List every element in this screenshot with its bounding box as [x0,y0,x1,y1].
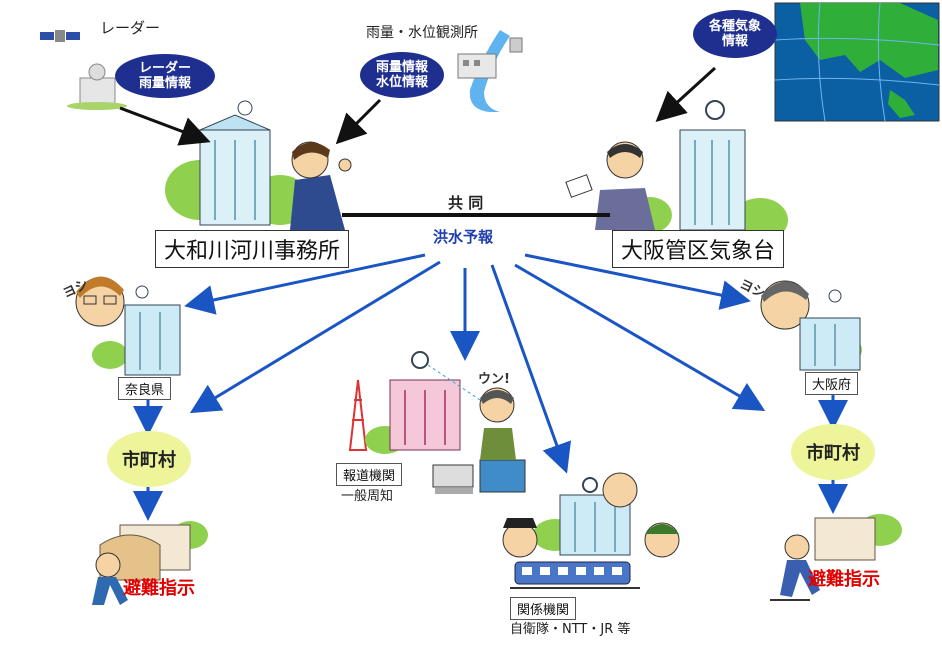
weather-info-bubble: 各種気象 情報 [693,10,777,58]
joint-label: 共 同 [448,194,484,212]
yamato-staff-person [290,141,352,230]
osaka-prefecture-building [799,289,862,371]
agencies-building [533,477,631,556]
weather-info-line1: 各種気象 [708,19,761,34]
nara-official-person [75,276,125,327]
agency-people [502,472,680,558]
radar-info-bubble: レーダー 雨量情報 [115,54,215,98]
yamato-office-label: 大和川河川事務所 [155,230,350,268]
osaka-city-label: 市町村 [806,443,860,464]
osaka-observatory-label: 大阪管区気象台 [612,230,785,268]
nara-evac-label: 避難指示 [123,578,195,599]
osaka-evac-label: 避難指示 [808,569,880,590]
media-sublabel: 一般周知 [341,489,394,504]
station-info-line2: 水位情報 [375,75,428,90]
flood-forecast-label: 洪水予報 [433,228,494,246]
nara-evacuation-scene [92,521,208,605]
station-info-bubble: 雨量情報 水位情報 [360,52,444,98]
observatory-staff-person [565,141,655,230]
media-reporter-person [479,387,516,460]
satellite-icon [40,30,80,42]
osaka-evacuation-scene [770,514,902,601]
arrow-to-osaka-upper [524,253,751,310]
osaka-official-person [760,280,810,330]
nara-label: 奈良県 [118,377,172,400]
agencies-sublabel: 自衛隊・NTT・JR 等 [510,622,631,637]
broadcast-tower-icon [348,379,368,451]
observation-station-icon [457,30,523,112]
radar-station-icon [67,63,127,110]
arrow-weather-to-observatory [655,66,717,123]
station-title: 雨量・水位観測所 [366,25,478,41]
yamato-office-building [165,100,310,226]
radar-title: レーダー [100,19,161,37]
train-icon [510,561,640,589]
nara-city-badge: 市町村 [107,431,191,487]
agencies-label: 関係機関 [510,597,577,620]
arrow-station-to-office [335,98,382,145]
arrow-radar-to-office [119,106,211,146]
arrow-to-agencies [490,264,571,474]
nara-prefecture-building [92,285,181,376]
weather-info-line2: 情報 [721,34,748,49]
weather-map-icon [774,2,940,122]
media-computer-icon [432,459,526,494]
arrow-to-osaka-lower [514,263,766,412]
arrow-to-nara-upper [184,253,426,315]
osaka-city-badge: 市町村 [791,424,875,480]
radar-info-line2: 雨量情報 [138,76,191,91]
osaka-pref-label: 大阪府 [805,372,859,395]
media-shout: ウン! [478,372,510,387]
radar-info-line1: レーダー [138,61,191,76]
arrow-to-nara-lower [189,260,441,414]
station-info-line1: 雨量情報 [375,60,428,75]
nara-city-label: 市町村 [122,450,176,471]
media-label: 報道機関 [336,463,403,486]
media-building [365,351,481,454]
